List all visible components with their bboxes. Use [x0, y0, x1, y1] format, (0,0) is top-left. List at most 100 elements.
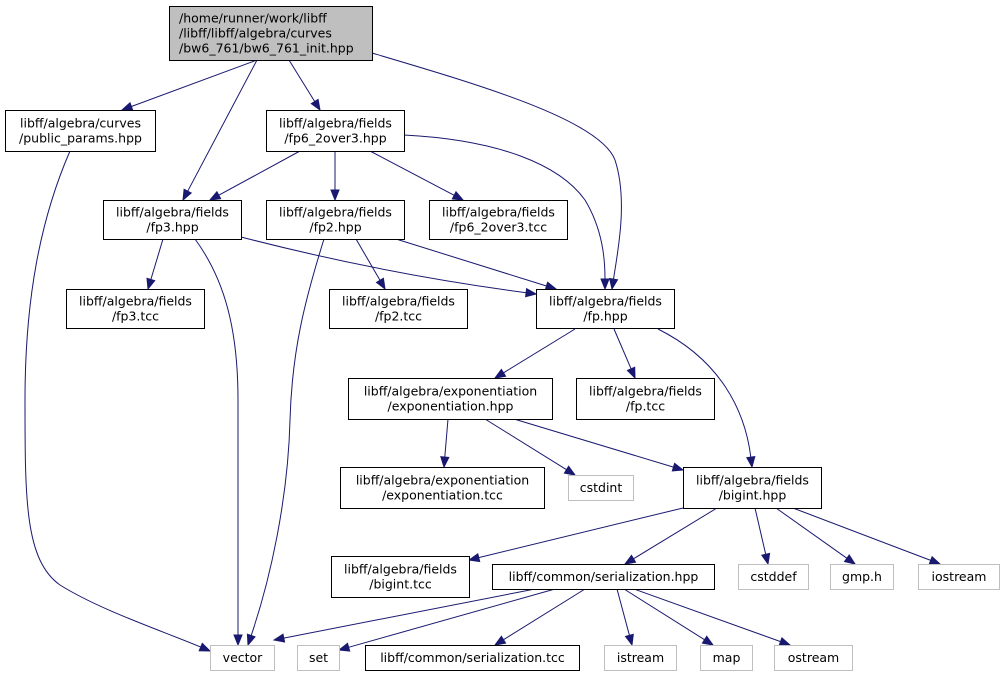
arrowhead-bigint_hpp-to-iostream [928, 555, 942, 565]
node-label-istream-line-0: istream [617, 650, 664, 665]
edge-root-to-fp_hpp [371, 52, 622, 280]
node-label-exp_tcc-line-1: /exponentiation.tcc [382, 488, 503, 503]
arrowhead-root-to-fp_hpp [608, 277, 619, 291]
edge-serialization_hpp-to-serialization_tcc [503, 588, 586, 641]
arrowhead-fp6_2over3_hpp-to-fp6_2over3_tcc [451, 190, 465, 201]
arrowhead-serialization_hpp-to-ostream [778, 637, 792, 646]
node-serialization_tcc[interactable]: libff/common/serialization.tcc [365, 645, 580, 671]
edge-fp_hpp-to-fp_tcc [613, 328, 632, 369]
node-public_params[interactable]: libff/algebra/curves/public_params.hpp [5, 110, 156, 152]
node-label-fp2_hpp-line-0: libff/algebra/fields [279, 205, 392, 220]
node-label-fp2_hpp-line-1: /fp2.hpp [309, 220, 361, 235]
edge-fp_hpp-to-bigint_hpp [657, 328, 752, 458]
node-box-fp3_hpp [103, 200, 242, 240]
node-label-bigint_tcc-line-0: libff/algebra/fields [344, 562, 457, 577]
arrowhead-fp6_2over3_hpp-to-fp_hpp [600, 278, 610, 291]
node-box-fp_hpp [536, 289, 675, 329]
edge-serialization_hpp-to-ostream [633, 588, 781, 643]
node-box-istream [604, 645, 677, 671]
arrowhead-fp2_hpp-to-fp_hpp [544, 281, 558, 291]
nodes-layer: /home/runner/work/libff/libff/libff/alge… [5, 6, 1000, 671]
edge-bigint_hpp-to-iostream [792, 507, 931, 561]
edge-exp_hpp-to-bigint_hpp [513, 418, 674, 468]
node-box-serialization_hpp [492, 564, 715, 590]
arrowhead-serialization_hpp-to-vector [272, 633, 286, 643]
node-label-exp_tcc-line-0: libff/algebra/exponentiation [356, 473, 529, 488]
node-box-fp3_tcc [66, 289, 205, 329]
node-label-exp_hpp-line-0: libff/algebra/exponentiation [364, 384, 537, 399]
edge-fp6_2over3_hpp-to-fp3_hpp [218, 150, 301, 196]
node-label-exp_hpp-line-1: /exponentiation.hpp [388, 399, 514, 414]
arrowhead-fp2_hpp-to-vector [246, 633, 256, 647]
arrowhead-fp3_hpp-to-fp3_tcc [146, 277, 156, 291]
node-gmp_h: gmp.h [830, 564, 894, 590]
node-label-fp6_2over3_tcc-line-0: libff/algebra/fields [442, 205, 555, 220]
edge-serialization_hpp-to-set [348, 588, 556, 648]
node-fp3_tcc[interactable]: libff/algebra/fields/fp3.tcc [66, 289, 205, 329]
edge-fp3_hpp-to-fp3_tcc [150, 238, 164, 280]
node-fp_tcc[interactable]: libff/algebra/fields/fp.tcc [576, 378, 715, 420]
arrowhead-fp_hpp-to-exp_hpp [493, 368, 507, 379]
arrowhead-serialization_hpp-to-istream [624, 633, 634, 647]
node-label-fp_tcc-line-1: /fp.tcc [626, 399, 665, 414]
node-root[interactable]: /home/runner/work/libff/libff/libff/alge… [169, 6, 373, 61]
edge-exp_hpp-to-cstdint [484, 418, 567, 471]
arrowhead-bigint_hpp-to-serialization_hpp [623, 554, 637, 565]
node-label-fp_hpp-line-0: libff/algebra/fields [549, 294, 662, 309]
node-bigint_tcc[interactable]: libff/algebra/fields/bigint.tcc [331, 556, 470, 598]
node-box-exp_tcc [340, 467, 545, 509]
edge-root-to-fp6_2over3_hpp [288, 59, 316, 102]
arrowhead-fp_hpp-to-fp_tcc [626, 366, 636, 380]
node-label-root-line-1: /libff/libff/algebra/curves [179, 26, 332, 41]
node-label-serialization_hpp-line-0: libff/common/serialization.hpp [509, 569, 699, 584]
node-label-fp6_2over3_tcc-line-1: /fp6_2over3.tcc [450, 220, 547, 235]
node-bigint_hpp[interactable]: libff/algebra/fields/bigint.hpp [683, 467, 822, 509]
arrowhead-bigint_hpp-to-bigint_tcc [467, 552, 481, 563]
edge-fp6_2over3_hpp-to-fp6_2over3_tcc [369, 150, 455, 196]
node-label-gmp_h-line-0: gmp.h [842, 569, 882, 584]
node-box-bigint_hpp [683, 467, 822, 509]
node-box-serialization_tcc [365, 645, 580, 671]
node-fp2_hpp[interactable]: libff/algebra/fields/fp2.hpp [266, 200, 405, 240]
arrowhead-fp3_hpp-to-fp_hpp [525, 287, 538, 298]
node-label-vector-line-0: vector [223, 650, 264, 665]
node-fp2_tcc[interactable]: libff/algebra/fields/fp2.tcc [329, 289, 468, 329]
arrowhead-fp_hpp-to-bigint_hpp [746, 456, 756, 469]
node-cstdint: cstdint [568, 475, 634, 501]
node-box-ostream [774, 645, 853, 671]
node-fp3_hpp[interactable]: libff/algebra/fields/fp3.hpp [103, 200, 242, 240]
node-cstddef: cstddef [738, 564, 809, 590]
node-label-iostream-line-0: iostream [932, 569, 987, 584]
node-fp6_2over3_tcc[interactable]: libff/algebra/fields/fp6_2over3.tcc [429, 200, 568, 240]
arrowhead-root-to-public_params [120, 101, 134, 111]
node-label-fp_tcc-line-0: libff/algebra/fields [589, 384, 702, 399]
node-box-cstdint [568, 475, 634, 501]
node-fp_hpp[interactable]: libff/algebra/fields/fp.hpp [536, 289, 675, 329]
node-box-fp_tcc [576, 378, 715, 420]
node-label-map-line-0: map [713, 650, 741, 665]
edge-serialization_hpp-to-map [623, 588, 705, 641]
node-box-map [700, 645, 753, 671]
node-set: set [297, 645, 340, 671]
edge-bigint_hpp-to-gmp_h [775, 507, 848, 559]
node-label-root-line-2: /bw6_761/bw6_761_init.hpp [179, 41, 354, 56]
arrowhead-fp2_hpp-to-fp2_tcc [375, 277, 386, 291]
node-box-vector [210, 645, 275, 671]
node-serialization_hpp[interactable]: libff/common/serialization.hpp [492, 564, 715, 590]
arrowhead-exp_hpp-to-exp_tcc [440, 456, 450, 469]
node-exp_tcc[interactable]: libff/algebra/exponentiation/exponentiat… [340, 467, 545, 509]
node-iostream: iostream [918, 564, 1000, 590]
node-exp_hpp[interactable]: libff/algebra/exponentiation/exponentiat… [348, 378, 553, 420]
edge-fp2_hpp-to-vector [250, 238, 325, 636]
edges-layer [24, 52, 942, 652]
node-label-cstddef-line-0: cstddef [750, 569, 797, 584]
node-box-exp_hpp [348, 378, 553, 420]
edge-fp_hpp-to-exp_hpp [503, 328, 576, 374]
node-fp6_2over3_hpp[interactable]: libff/algebra/fields/fp6_2over3.hpp [266, 110, 405, 152]
node-label-fp3_tcc-line-0: libff/algebra/fields [79, 294, 192, 309]
node-label-fp_hpp-line-1: /fp.hpp [583, 309, 627, 324]
node-label-fp3_hpp-line-0: libff/algebra/fields [116, 205, 229, 220]
edge-fp2_hpp-to-fp_hpp [395, 238, 547, 287]
node-box-set [297, 645, 340, 671]
edge-bigint_hpp-to-cstddef [754, 507, 767, 555]
